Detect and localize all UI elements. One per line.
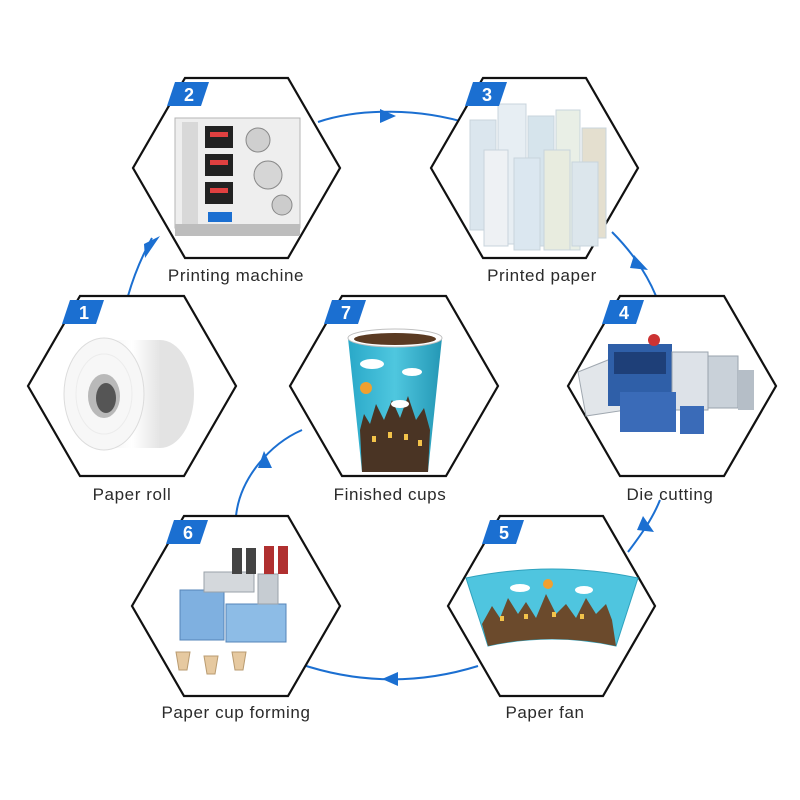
badge-step-5: 5 xyxy=(482,520,524,544)
die-cutting-machine-icon xyxy=(577,334,754,434)
step-label-1: Paper roll xyxy=(93,485,172,504)
step-label-5: Paper fan xyxy=(505,703,584,722)
arrowhead-2-to-3 xyxy=(380,109,396,123)
step-label-6: Paper cup forming xyxy=(161,703,310,722)
step-number: 7 xyxy=(341,303,351,323)
step-label-2: Printing machine xyxy=(168,266,304,285)
step-label-7: Finished cups xyxy=(334,485,447,504)
step-number: 4 xyxy=(619,303,629,323)
step-number: 5 xyxy=(499,523,509,543)
step-number: 3 xyxy=(482,85,492,105)
step-number: 1 xyxy=(79,303,89,323)
step-number: 2 xyxy=(184,85,194,105)
arrow-heads xyxy=(144,109,654,686)
finished-cup-icon xyxy=(347,328,443,472)
badge-step-6: 6 xyxy=(166,520,208,544)
printing-machine-icon xyxy=(174,117,301,236)
cup-forming-machine-icon xyxy=(175,546,288,675)
arrowhead-5-to-6 xyxy=(382,672,398,686)
step-number: 6 xyxy=(183,523,193,543)
badge-step-7: 7 xyxy=(324,300,366,324)
badge-step-4: 4 xyxy=(602,300,644,324)
arrowhead-3-to-4 xyxy=(630,255,648,270)
printed-paper-icon xyxy=(469,103,607,251)
step-label-3: Printed paper xyxy=(487,266,597,285)
arrowhead-1-to-2 xyxy=(144,236,160,258)
badge-step-3: 3 xyxy=(465,82,507,106)
badge-step-2: 2 xyxy=(167,82,209,106)
arrowhead-6-to-7 xyxy=(258,451,272,468)
badge-step-1: 1 xyxy=(62,300,104,324)
arrowhead-4-to-5 xyxy=(637,516,654,532)
paper-roll-icon xyxy=(63,337,194,451)
arrow-2-to-3 xyxy=(317,110,471,125)
arrow-6-to-7 xyxy=(235,429,303,517)
paper-fan-icon xyxy=(465,568,639,647)
step-label-4: Die cutting xyxy=(627,485,714,504)
